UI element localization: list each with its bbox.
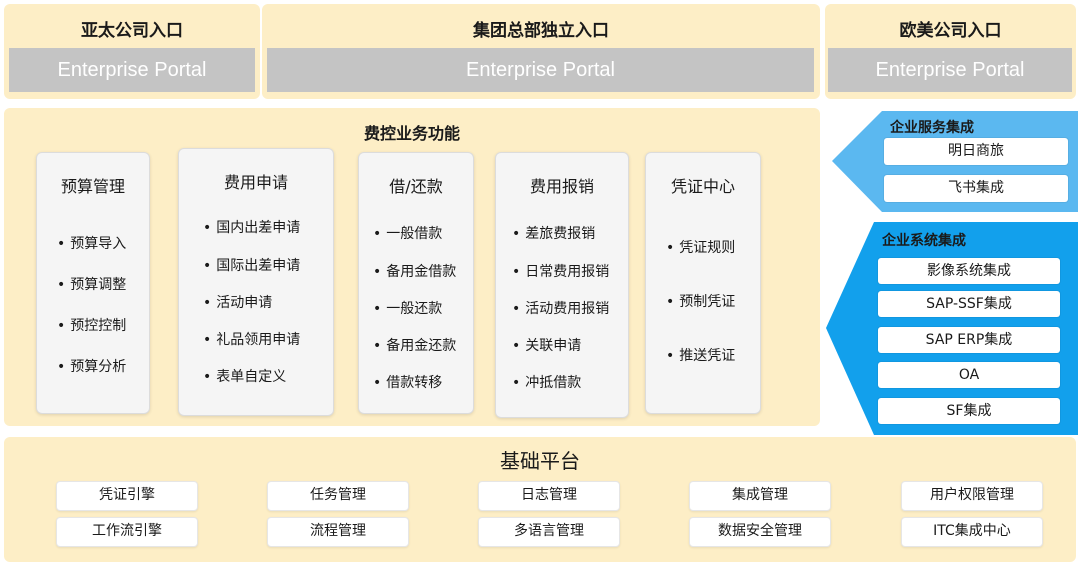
- module-item: 冲抵借款: [512, 372, 581, 392]
- system-item-sap-ssf[interactable]: SAP-SSF集成: [878, 291, 1060, 317]
- module-title: 费用报销: [529, 177, 594, 196]
- module-title: 费用申请: [223, 173, 288, 192]
- module-item: 预算分析: [57, 356, 126, 376]
- entrance-panel-eu-us: 欧美公司入口 Enterprise Portal: [825, 4, 1076, 99]
- platform-item[interactable]: 流程管理: [267, 517, 409, 547]
- entrance-panel-hq: 集团总部独立入口 Enterprise Portal: [262, 4, 820, 99]
- module-item: 活动申请: [203, 292, 272, 312]
- module-title: 预算管理: [60, 177, 125, 196]
- expense-panel: 费控业务功能 预算管理 预算导入 预算调整 预控控制 预算分析 费用申请 国内出…: [4, 108, 820, 426]
- system-integration-title: 企业系统集成: [882, 233, 966, 249]
- module-card-budget[interactable]: 预算管理 预算导入 预算调整 预控控制 预算分析: [36, 152, 150, 414]
- service-item-mingri[interactable]: 明日商旅: [884, 138, 1068, 165]
- service-item-feishu[interactable]: 飞书集成: [884, 175, 1068, 202]
- platform-item[interactable]: 多语言管理: [478, 517, 620, 547]
- module-card-reimbursement[interactable]: 费用报销 差旅费报销 日常费用报销 活动费用报销 关联申请 冲抵借款: [495, 152, 629, 418]
- platform-item[interactable]: 任务管理: [267, 481, 409, 511]
- module-item: 差旅费报销: [512, 223, 595, 243]
- module-card-loan[interactable]: 借/还款 一般借款 备用金借款 一般还款 备用金还款 借款转移: [358, 152, 474, 414]
- platform-item[interactable]: 工作流引擎: [56, 517, 198, 547]
- module-item: 国际出差申请: [203, 255, 300, 275]
- portal-button[interactable]: Enterprise Portal: [267, 48, 814, 92]
- platform-item[interactable]: 集成管理: [689, 481, 831, 511]
- module-item: 借款转移: [373, 372, 442, 392]
- platform-item[interactable]: 凭证引擎: [56, 481, 198, 511]
- module-title: 借/还款: [389, 177, 443, 196]
- platform-item[interactable]: 用户权限管理: [901, 481, 1043, 511]
- module-item: 预算调整: [57, 274, 126, 294]
- module-card-expense-application[interactable]: 费用申请 国内出差申请 国际出差申请 活动申请 礼品领用申请 表单自定义: [178, 148, 334, 416]
- platform-item[interactable]: ITC集成中心: [901, 517, 1043, 547]
- platform-item[interactable]: 数据安全管理: [689, 517, 831, 547]
- entrance-title: 欧美公司入口: [899, 21, 1002, 41]
- portal-button[interactable]: Enterprise Portal: [9, 48, 255, 92]
- module-item: 日常费用报销: [512, 261, 609, 281]
- module-item: 礼品领用申请: [203, 329, 300, 349]
- module-item: 活动费用报销: [512, 298, 609, 318]
- module-card-voucher[interactable]: 凭证中心 凭证规则 预制凭证 推送凭证: [645, 152, 761, 414]
- system-item-sap-erp[interactable]: SAP ERP集成: [878, 327, 1060, 353]
- module-item: 国内出差申请: [203, 217, 300, 237]
- module-item: 备用金还款: [373, 335, 456, 355]
- module-title: 凭证中心: [670, 177, 735, 196]
- module-item: 关联申请: [512, 335, 581, 355]
- entrance-title: 亚太公司入口: [81, 21, 183, 41]
- module-item: 推送凭证: [666, 345, 735, 365]
- module-item: 预算导入: [57, 233, 126, 253]
- entrance-panel-apac: 亚太公司入口 Enterprise Portal: [4, 4, 260, 99]
- platform-title: 基础平台: [500, 449, 580, 473]
- service-integration-title: 企业服务集成: [890, 120, 974, 136]
- module-item: 预控控制: [57, 315, 126, 335]
- expense-title: 费控业务功能: [363, 124, 460, 143]
- system-item-imaging[interactable]: 影像系统集成: [878, 258, 1060, 284]
- portal-button[interactable]: Enterprise Portal: [828, 48, 1072, 92]
- module-item: 一般还款: [373, 298, 442, 318]
- module-item: 表单自定义: [203, 366, 286, 386]
- system-item-oa[interactable]: OA: [878, 362, 1060, 388]
- system-item-sf[interactable]: SF集成: [878, 398, 1060, 424]
- entrance-title: 集团总部独立入口: [473, 21, 609, 41]
- module-item: 预制凭证: [666, 291, 735, 311]
- module-item: 备用金借款: [373, 261, 456, 281]
- platform-item[interactable]: 日志管理: [478, 481, 620, 511]
- module-item: 一般借款: [373, 223, 442, 243]
- module-item: 凭证规则: [666, 237, 735, 257]
